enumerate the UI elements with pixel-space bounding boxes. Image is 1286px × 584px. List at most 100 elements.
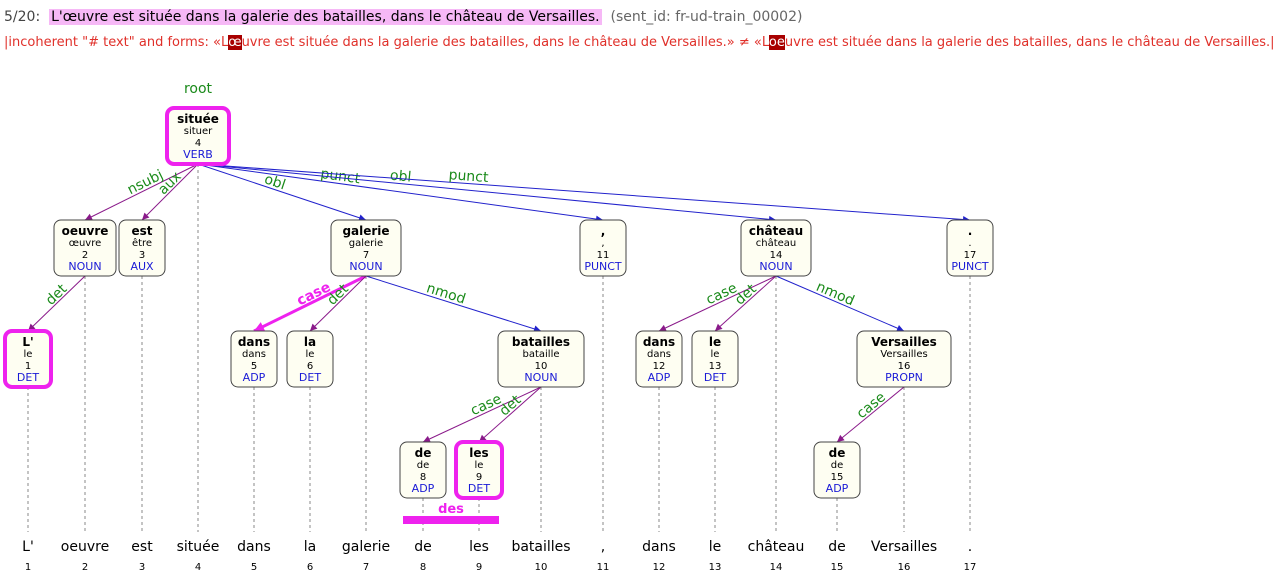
node-lemma: de [417,460,430,471]
node-box [399,441,447,499]
token-index-9: 9 [476,562,482,573]
token-index-13: 13 [709,562,722,573]
node-box [813,441,861,499]
node-lemma: le [711,349,720,360]
node-idx: 17 [964,250,977,261]
node-lemma: , [601,238,604,249]
token-form-8: de [414,539,432,555]
node-form: , [601,224,606,238]
node-box [856,330,952,388]
edge-obl-7 [197,163,367,221]
node-form: oeuvre [62,224,109,238]
node-form: Versailles [871,335,937,349]
sentence-counter: 5/20 [4,9,36,25]
deprel-label-1: det [43,281,71,309]
token-index-14: 14 [770,562,783,573]
node-box [946,219,994,277]
token-form-13: le [709,539,722,555]
edge-punct-17 [197,163,971,221]
token-form-10: batailles [511,539,570,555]
node-lemma: château [756,237,797,249]
node-idx: 14 [770,250,783,261]
node-upos: ADP [243,371,266,384]
token-form-4: située [177,539,220,555]
edge-aux-3 [141,163,199,221]
token-index-12: 12 [653,562,666,573]
node-idx: 16 [898,361,911,372]
token-form-14: château [748,539,805,555]
edge-case-12 [658,275,777,332]
token-index-15: 15 [831,562,844,573]
sentence-text[interactable]: L'œuvre est située dans la galerie des b… [49,9,602,25]
node-upos: ADP [826,482,849,495]
node-idx: 8 [420,472,426,483]
node-upos: DET [299,371,321,384]
node-idx: 7 [363,250,369,261]
node-lemma: Versailles [880,349,927,360]
error-suffix: uvre est située dans la galerie des bata… [784,35,1275,50]
node-idx: 9 [476,472,482,483]
edge-nmod-16 [775,275,905,332]
token-index-11: 11 [597,562,610,573]
token-form-5: dans [237,539,271,555]
deprel-label-17: punct [448,167,489,186]
deprel-label-14: obl [389,168,412,186]
node-idx: 13 [709,361,722,372]
node-upos: NOUN [68,260,101,273]
node-form: L' [22,335,33,349]
edge-nmod-10 [365,275,542,332]
arrowhead-5 [254,322,266,332]
node-form: de [415,446,432,460]
node-form: le [709,335,721,349]
arrowhead-13 [715,323,723,331]
node-upos: DET [17,371,39,384]
node-form: est [131,224,152,238]
node-idx: 5 [251,361,257,372]
token-form-17: . [968,539,972,555]
deprel-label-16: nmod [814,279,857,309]
node-upos: NOUN [759,260,792,273]
node-box [579,219,627,277]
token-index-1: 1 [25,562,31,573]
token-index-6: 6 [307,562,313,573]
edge-det-9 [478,386,542,443]
edge-punct-11 [197,163,604,221]
arrowhead-2 [85,213,93,221]
node-box [691,330,739,388]
token-form-3: est [131,539,153,555]
node-form: située [177,112,219,126]
arrowhead-6 [310,323,318,331]
node-idx: 11 [597,250,610,261]
node-lemma: œuvre [69,238,102,249]
token-form-7: galerie [342,539,390,555]
token-index-5: 5 [251,562,257,573]
node-upos: PUNCT [951,260,989,273]
root-label: root [184,81,213,97]
deprel-label-11: punct [319,166,361,187]
token-index-4: 4 [195,562,201,573]
node-form: dans [238,335,270,349]
node-lemma: bataille [522,349,559,360]
node-box [165,106,231,166]
token-index-2: 2 [82,562,88,573]
node-form: la [304,335,316,349]
node-idx: 6 [307,361,313,372]
